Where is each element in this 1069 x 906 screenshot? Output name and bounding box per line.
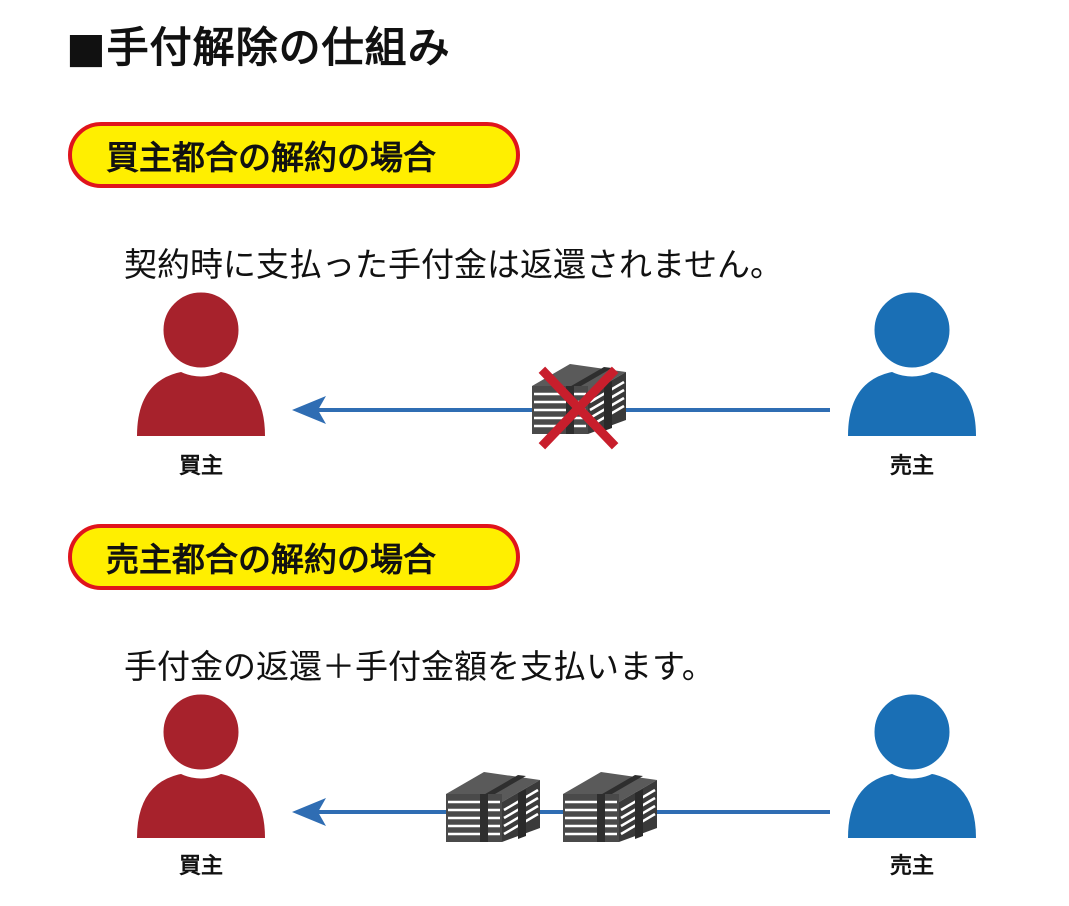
section-2-buyer-label: 買主	[178, 854, 223, 879]
section-1-buyer-person-icon	[137, 288, 265, 436]
section-2-buyer-person-icon	[137, 690, 265, 838]
section-2-heading: 売主都合の解約の場合	[106, 540, 436, 579]
section-2-seller-label: 売主	[889, 854, 934, 879]
section-1-heading-badge: 買主都合の解約の場合	[68, 122, 520, 188]
section-2-money-icon-2	[561, 770, 659, 844]
section-1-seller-label: 売主	[889, 454, 934, 479]
section-1-heading: 買主都合の解約の場合	[106, 138, 436, 177]
page-title: ■手付解除の仕組み	[66, 23, 451, 72]
section-1-description: 契約時に支払った手付金は返還されません。	[124, 245, 784, 284]
section-2-seller-person-icon	[848, 690, 976, 838]
section-2-heading-badge: 売主都合の解約の場合	[68, 524, 520, 590]
section-2-money-icon-1	[444, 770, 542, 844]
section-2-arrow	[292, 798, 830, 826]
section-1-buyer-label: 買主	[178, 454, 223, 479]
cross-mark-icon	[538, 366, 619, 450]
section-1-seller-person-icon	[848, 288, 976, 436]
section-2-description: 手付金の返還＋手付金額を支払います。	[124, 647, 715, 686]
